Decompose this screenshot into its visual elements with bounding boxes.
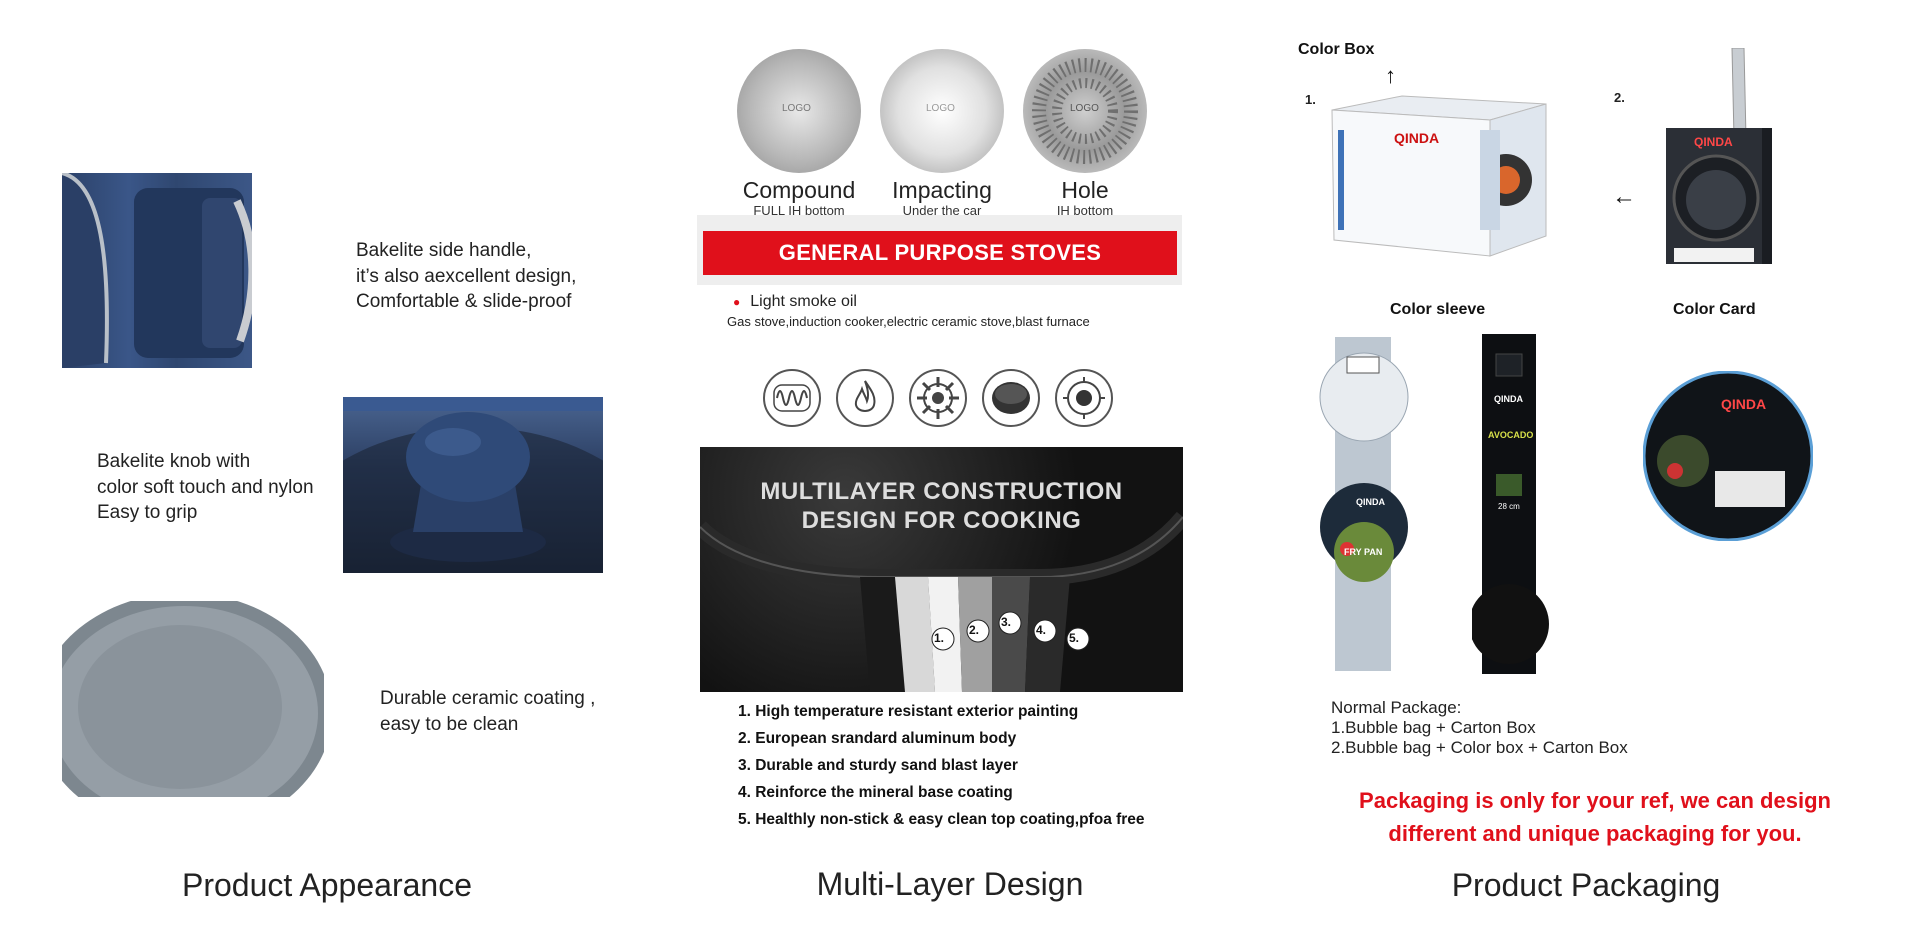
color-sleeve-2-image: QINDA AVOCADO 28 cm [1469,334,1558,674]
layer-marker-5: 5. [1069,631,1080,645]
sleeve-1-product-text: FRY PAN [1344,547,1383,557]
hole-title: Hole [1061,177,1109,203]
red-dot-icon: ● [733,295,741,309]
multilayer-title-line-1: MULTILAYER CONSTRUCTION [760,478,1123,505]
sleeve-1-size: 20 [1322,559,1334,570]
color-card-brand: QINDA [1721,396,1767,412]
caption-multi-layer-design: Multi-Layer Design [816,866,1084,902]
gas-flame-icon [836,369,894,427]
color-sleeve-label: Color sleeve [1390,301,1486,318]
light-smoke-oil-bullet: ● Light smoke oil [733,293,857,311]
color-box-brand: QINDA [1394,130,1440,146]
impacting-subtitle: Under the car [902,203,982,218]
color-box-image: QINDA [1330,90,1548,258]
impacting-bottom-disc: LOGO [880,49,1004,173]
packaging-custom-note: Packaging is only for your ref, we can d… [1300,784,1890,850]
compound-bottom-disc: LOGO [737,49,861,173]
arrow-up-icon: ↑ [1385,63,1396,88]
compound-logo-text: LOGO [782,103,811,114]
handle-feature-text: Bakelite side handle, it’s also aexcelle… [356,238,576,315]
handle-feature-line-2: it’s also aexcellent design, [356,265,577,287]
sleeve-2-brand: QINDA [1494,394,1523,404]
normal-package-item-2: 2.Bubble bag + Color box + Carton Box [1331,738,1628,757]
hole-logo-text: LOGO [1070,103,1099,114]
stove-types-text: Gas stove,induction cooker,electric cera… [727,314,1090,329]
color-box-label: Color Box [1298,41,1375,58]
coating-feature-line-2: easy to be clean [380,713,519,735]
lid-knob-illustration [343,397,603,573]
packaging-note-line-2: different and unique packaging for you. [1388,821,1802,846]
layer-item-3: 3. Durable and sturdy sand blast layer [738,757,1018,774]
package-option-1-number: 1. [1305,92,1316,107]
arrow-left-icon: ← [1612,183,1636,210]
layer-marker-4: 4. [1036,623,1047,637]
ceramic-coating-image [62,601,324,797]
multilayer-title: MULTILAYER CONSTRUCTION DESIGN FOR COOKI… [700,477,1183,535]
knob-feature-text: Bakelite knob with color soft touch and … [97,449,314,526]
gas-burner-icon [909,369,967,427]
knob-feature-line-1: Bakelite knob with [97,451,251,472]
sleeve-2-size: 28 cm [1498,502,1520,511]
knob-feature-line-2: color soft touch and nylon [97,476,314,498]
color-card-label: Color Card [1673,301,1756,318]
impacting-logo-text: LOGO [926,103,955,114]
knob-feature-line-3: Easy to grip [97,502,198,523]
side-handle-illustration [62,173,252,368]
layer-item-5: 5. Healthly non-stick & easy clean top c… [738,811,1145,828]
ceramic-coating-illustration [62,601,324,797]
compound-subtitle: FULL IH bottom [753,203,845,218]
side-handle-image [62,173,252,368]
handle-feature-line-1: Bakelite side handle, [356,240,532,261]
hole-subtitle: IH bottom [1056,203,1114,218]
compound-title: Compound [742,177,856,203]
induction-coil-icon [763,369,821,427]
general-purpose-stoves-banner: GENERAL PURPOSE STOVES [703,231,1177,275]
caption-product-appearance: Product Appearance [182,867,472,903]
normal-package-title: Normal Package: [1331,698,1462,717]
coating-feature-line-1: Durable ceramic coating , [380,688,596,709]
sleeve-1-brand: QINDA [1356,497,1385,507]
layer-item-4: 4. Reinforce the mineral base coating [738,784,1013,801]
packaging-note-line-1: Packaging is only for your ref, we can d… [1359,788,1831,813]
hole-pattern [1032,58,1138,164]
layer-marker-1: 1. [934,631,945,645]
light-smoke-oil-text: Light smoke oil [750,293,857,310]
impacting-title: Impacting [892,177,992,203]
layer-item-1: 1. High temperature resistant exterior p… [738,703,1079,720]
multilayer-title-line-2: DESIGN FOR COOKING [801,507,1082,534]
coating-feature-text: Durable ceramic coating , easy to be cle… [380,686,595,737]
package-option-2-number: 2. [1614,90,1625,105]
normal-package-block: Normal Package: 1.Bubble bag + Carton Bo… [1331,698,1628,758]
hole-bottom-disc: LOGO [1023,49,1147,173]
normal-package-item-1: 1.Bubble bag + Carton Box [1331,718,1536,737]
caption-product-packaging: Product Packaging [1451,867,1721,903]
ceramic-plate-icon [982,369,1040,427]
layer-marker-2: 2. [969,623,980,637]
pan-cross-section [700,511,1183,692]
color-sleeve-1-image: FRY PAN QINDA 20 [1317,337,1412,671]
layer-marker-3: 3. [1001,615,1012,629]
electric-plate-icon [1055,369,1113,427]
multilayer-construction-panel: MULTILAYER CONSTRUCTION DESIGN FOR COOKI… [700,447,1183,692]
sleeve-2-product-text: AVOCADO [1488,430,1534,440]
gift-box-brand: QINDA [1694,135,1733,149]
lid-knob-image [343,397,603,573]
gift-box-image: QINDA [1664,47,1774,266]
color-card-image: QINDA [1642,370,1814,542]
layer-item-2: 2. European srandard aluminum body [738,730,1017,747]
handle-feature-line-3: Comfortable & slide-proof [356,291,572,312]
